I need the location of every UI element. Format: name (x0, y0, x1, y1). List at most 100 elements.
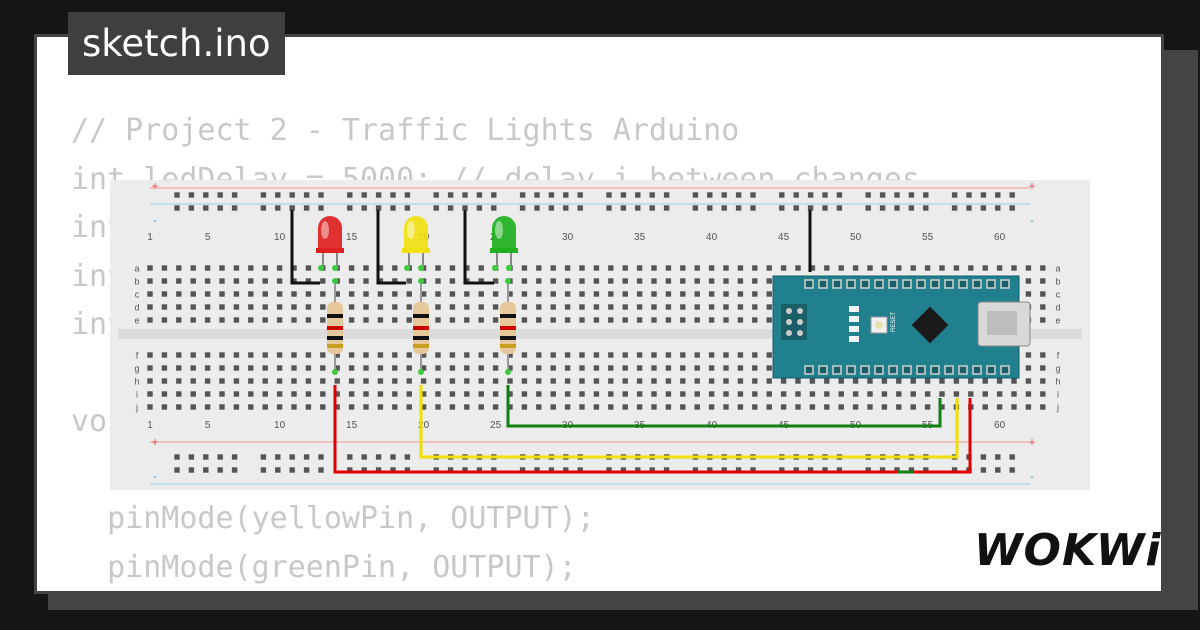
hole[interactable] (161, 352, 168, 358)
hole[interactable] (262, 391, 268, 397)
hole[interactable] (433, 192, 439, 198)
hole[interactable] (478, 391, 484, 397)
hole[interactable] (563, 192, 569, 198)
hole[interactable] (694, 291, 700, 297)
hole[interactable] (363, 378, 369, 384)
hole[interactable] (708, 265, 715, 271)
hole[interactable] (361, 192, 367, 198)
hole[interactable] (231, 454, 238, 460)
hole[interactable] (608, 317, 614, 323)
hole[interactable] (737, 265, 744, 271)
hole[interactable] (982, 391, 988, 397)
hole[interactable] (420, 404, 427, 410)
hole[interactable] (377, 365, 384, 371)
hole[interactable] (807, 192, 814, 198)
hole[interactable] (190, 278, 196, 284)
hole[interactable] (305, 265, 312, 271)
hole[interactable] (233, 278, 240, 284)
hole[interactable] (881, 404, 888, 410)
hole[interactable] (276, 278, 283, 284)
hole[interactable] (564, 265, 571, 271)
hole[interactable] (694, 378, 700, 384)
hole[interactable] (766, 304, 772, 310)
hole[interactable] (622, 291, 628, 297)
hole[interactable] (663, 192, 670, 198)
hole[interactable] (233, 391, 240, 397)
hole[interactable] (161, 404, 168, 410)
hole[interactable] (262, 378, 268, 384)
hole[interactable] (968, 378, 974, 384)
hole[interactable] (361, 205, 367, 211)
hole[interactable] (435, 365, 441, 371)
hole[interactable] (622, 404, 628, 410)
hole[interactable] (980, 467, 987, 473)
hole[interactable] (262, 365, 268, 371)
hole[interactable] (406, 391, 412, 397)
hole[interactable] (579, 404, 585, 410)
hole[interactable] (636, 278, 643, 284)
arduino-pin[interactable] (874, 365, 884, 375)
hole[interactable] (435, 304, 441, 310)
hole[interactable] (723, 317, 729, 323)
hole[interactable] (1040, 265, 1046, 271)
hole[interactable] (176, 404, 182, 410)
hole[interactable] (593, 265, 600, 271)
hole[interactable] (492, 291, 499, 297)
hole[interactable] (939, 404, 945, 410)
hole[interactable] (262, 304, 268, 310)
hole[interactable] (449, 378, 456, 384)
hole[interactable] (708, 404, 715, 410)
hole[interactable] (735, 192, 742, 198)
hole[interactable] (219, 265, 225, 271)
hole[interactable] (608, 352, 614, 358)
hole[interactable] (348, 352, 355, 358)
hole[interactable] (433, 467, 439, 473)
hole[interactable] (248, 391, 254, 397)
hole[interactable] (305, 317, 312, 323)
hole[interactable] (190, 391, 196, 397)
hole[interactable] (838, 378, 844, 384)
hole[interactable] (651, 278, 657, 284)
hole[interactable] (219, 391, 225, 397)
hole[interactable] (708, 304, 715, 310)
arduino-pin[interactable] (804, 279, 814, 289)
hole[interactable] (348, 265, 355, 271)
hole[interactable] (1025, 291, 1032, 297)
hole[interactable] (608, 391, 614, 397)
hole[interactable] (320, 365, 326, 371)
hole[interactable] (896, 378, 902, 384)
hole[interactable] (204, 304, 211, 310)
hole[interactable] (507, 404, 513, 410)
hole[interactable] (951, 205, 958, 211)
hole[interactable] (779, 467, 785, 473)
hole[interactable] (147, 278, 153, 284)
hole[interactable] (435, 391, 441, 397)
hole[interactable] (723, 404, 729, 410)
hole[interactable] (534, 205, 540, 211)
hole[interactable] (867, 391, 873, 397)
hole[interactable] (1009, 467, 1015, 473)
hole[interactable] (363, 278, 369, 284)
hole[interactable] (807, 205, 814, 211)
hole[interactable] (320, 304, 326, 310)
hole[interactable] (303, 467, 310, 473)
hole[interactable] (665, 304, 672, 310)
hole[interactable] (233, 352, 240, 358)
hole[interactable] (894, 192, 900, 198)
hole[interactable] (392, 265, 398, 271)
hole[interactable] (665, 317, 672, 323)
hole[interactable] (219, 291, 225, 297)
hole[interactable] (377, 291, 384, 297)
hole[interactable] (291, 378, 297, 384)
hole[interactable] (519, 205, 526, 211)
hole[interactable] (779, 205, 785, 211)
hole[interactable] (303, 192, 310, 198)
hole[interactable] (908, 192, 915, 198)
hole[interactable] (766, 265, 772, 271)
hole[interactable] (723, 352, 729, 358)
hole[interactable] (680, 304, 686, 310)
hole[interactable] (564, 365, 571, 371)
hole[interactable] (204, 265, 211, 271)
hole[interactable] (766, 404, 772, 410)
hole[interactable] (680, 365, 686, 371)
